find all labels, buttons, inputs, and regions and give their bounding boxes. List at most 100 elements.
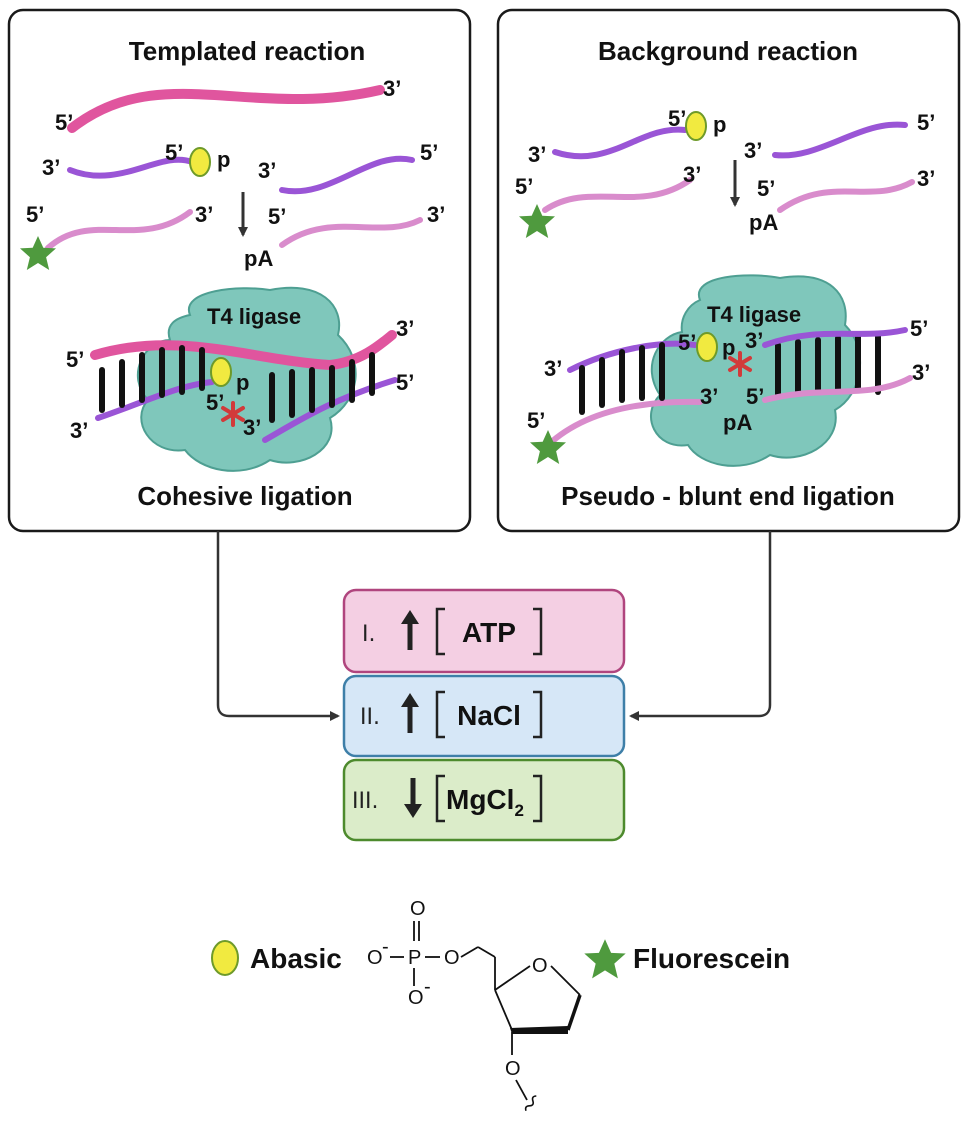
label-5prime: 5’ (515, 174, 533, 199)
label-3prime: 3’ (544, 356, 562, 381)
condition-atp: I. ATP (342, 588, 626, 674)
label-5prime: 5’ (527, 408, 545, 433)
pa-label: pA (749, 210, 778, 235)
condition-mgcl2: III. MgCl2 (342, 758, 626, 842)
label-3prime: 3’ (745, 328, 763, 353)
base-pair-rungs (579, 333, 881, 415)
chain-continuation-icon (524, 1095, 537, 1111)
label-3prime: 3’ (70, 418, 88, 443)
acceptor-strand (542, 177, 693, 213)
condition-species: MgCl (446, 784, 514, 815)
base-pair-rungs (99, 345, 375, 423)
condition-nacl: II. NaCl (342, 674, 626, 758)
background-panel: Background reaction 3’ 5’ p 5’ 3’ pA 3’ … (496, 8, 961, 533)
phosphate-label: p (713, 112, 726, 137)
pa-label: pA (723, 410, 752, 435)
bracket-icon (435, 607, 543, 656)
label-5prime: 5’ (668, 106, 686, 131)
duplex-template (90, 330, 397, 371)
enzyme-label: T4 ligase (207, 304, 301, 329)
legend-fluorescein-label: Fluorescein (633, 943, 790, 974)
chem-oxygen: O (444, 947, 460, 969)
condition-species: NaCl (457, 700, 521, 731)
t4-ligase-blob (649, 274, 861, 467)
label-5prime: 5’ (396, 370, 414, 395)
label-3prime: 3’ (912, 360, 930, 385)
duplex-left-top (567, 340, 698, 373)
conditions-stack: I. ATP II. NaCl III. (342, 588, 626, 842)
donor-strand (552, 126, 688, 160)
abasic-icon (685, 111, 707, 141)
enzyme-label: T4 ligase (707, 302, 801, 327)
label-5prime: 5’ (26, 202, 44, 227)
label-3prime: 3’ (683, 162, 701, 187)
duplex-left-bottom (545, 398, 703, 448)
chem-phosphorus: P (408, 947, 421, 969)
chem-oxygen: O (505, 1058, 521, 1080)
label-3prime: 3’ (528, 142, 546, 167)
legend-abasic-label: Abasic (250, 943, 342, 974)
legend: Abasic Fluorescein O O - P O O - O (211, 898, 790, 1111)
label-3prime: 3’ (243, 415, 261, 440)
right-strand-1 (772, 121, 908, 159)
duplex-right-top (762, 327, 908, 348)
label-3prime: 3’ (917, 166, 935, 191)
condition-numeral: I. (362, 622, 375, 647)
phosphate-label: p (236, 370, 249, 395)
background-caption: Pseudo - blunt end ligation (561, 481, 895, 511)
label-3prime: 3’ (258, 158, 276, 183)
chem-oxygen: O (532, 955, 548, 977)
chem-oxygen: O (410, 898, 426, 920)
pa-label: pA (244, 246, 273, 271)
bracket-icon (435, 774, 543, 823)
abasic-icon (211, 940, 239, 976)
arrow-up-icon (401, 610, 419, 650)
label-3prime: 3’ (700, 384, 718, 409)
templated-caption: Cohesive ligation (137, 481, 352, 511)
condition-species-text: MgCl2 (446, 784, 524, 820)
arrow-down-icon (404, 778, 422, 818)
label-5prime: 5’ (55, 110, 73, 135)
background-title: Background reaction (598, 36, 858, 66)
acceptor-strand (45, 209, 193, 251)
phosphate-label: p (722, 335, 735, 360)
right-strand-2 (279, 217, 423, 248)
donor-strand (67, 156, 195, 179)
abasic-icon (210, 357, 232, 387)
chem-oxygen: O (367, 947, 383, 969)
condition-numeral: III. (352, 789, 378, 814)
label-3prime: 3’ (427, 202, 445, 227)
label-5prime: 5’ (917, 110, 935, 135)
chem-charge: - (382, 936, 389, 958)
chem-charge: - (424, 976, 431, 998)
label-3prime: 3’ (744, 138, 762, 163)
label-3prime: 3’ (42, 155, 60, 180)
label-5prime: 5’ (420, 140, 438, 165)
condition-numeral: II. (360, 705, 380, 730)
label-5prime: 5’ (678, 330, 696, 355)
connector-left-arrow (216, 531, 340, 721)
templated-panel: Templated reaction 5’ 3’ 3’ 5’ p 5’ 3’ p… (7, 8, 472, 533)
right-strand-1 (279, 155, 415, 195)
label-5prime: 5’ (268, 204, 286, 229)
duplex-right-bottom (762, 375, 913, 403)
label-5prime: 5’ (165, 140, 183, 165)
label-5prime: 5’ (746, 384, 764, 409)
right-strand-2 (777, 179, 915, 213)
connector-right-arrow (629, 531, 772, 721)
label-3prime: 3’ (383, 76, 401, 101)
label-5prime: 5’ (206, 390, 224, 415)
label-5prime: 5’ (66, 347, 84, 372)
chem-oxygen: O (408, 987, 424, 1009)
arrow-up-icon (401, 693, 419, 733)
label-5prime: 5’ (757, 176, 775, 201)
condition-species: ATP (462, 617, 516, 648)
condition-subscript: 2 (514, 801, 523, 820)
phosphate-label: p (217, 147, 230, 172)
label-3prime: 3’ (195, 202, 213, 227)
bracket-icon (435, 690, 543, 739)
fluorescein-star-icon (584, 939, 626, 979)
abasic-icon (696, 332, 718, 362)
label-5prime: 5’ (910, 316, 928, 341)
